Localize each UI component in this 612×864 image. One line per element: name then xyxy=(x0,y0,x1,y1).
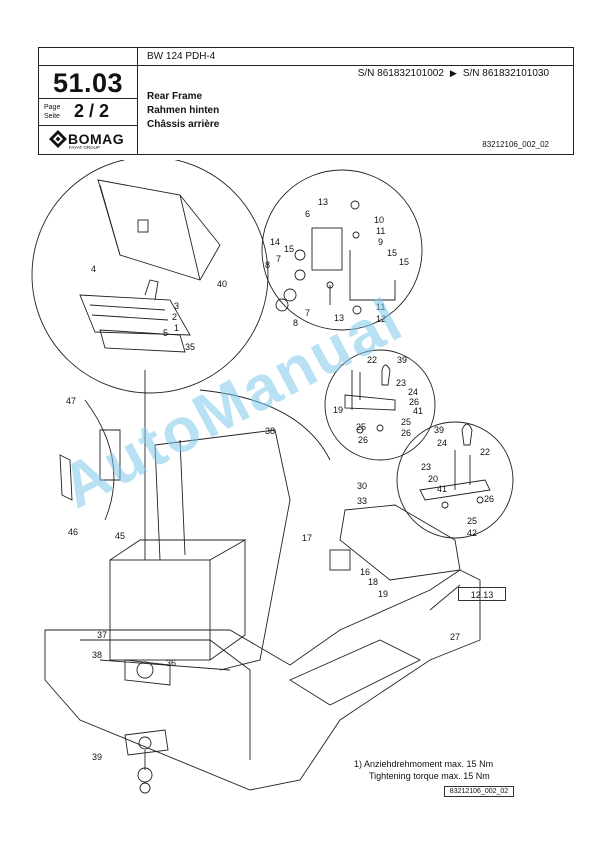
callout-45: 45 xyxy=(115,531,126,541)
tank-box xyxy=(109,559,211,661)
document-number: 83212106_002_02 xyxy=(482,140,549,149)
title-block: Rear Frame Rahmen hinten Châssis arrière xyxy=(147,90,219,132)
callout-27b: 26 xyxy=(401,428,412,438)
detail-circle-far-right xyxy=(396,421,514,539)
serial-range: S/N 861832101002 ▶ S/N 861832101030 xyxy=(358,68,549,79)
arrow-right-icon: ▶ xyxy=(449,68,457,78)
title-fr: Châssis arrière xyxy=(147,119,220,130)
torque-note-en: Tightening torque max. 15 Nm xyxy=(369,771,490,781)
callout-27a: 26 xyxy=(409,397,420,407)
callout-40: 40 xyxy=(217,279,228,289)
callout-37: 37 xyxy=(97,630,108,640)
page-label: Page Seite xyxy=(44,103,60,121)
callout-13b: 13 xyxy=(334,313,345,323)
callout-27c: 26 xyxy=(358,435,369,445)
detail-circle-left xyxy=(31,160,269,394)
callout-35: 35 xyxy=(185,342,196,352)
callout-23b: 22 xyxy=(480,447,491,457)
torque-note-de: 1) Anziehdrehmoment max. 15 Nm xyxy=(354,759,494,769)
callout-42b: 39 xyxy=(434,425,445,435)
bomag-diamond-icon xyxy=(49,130,67,148)
detail-circle-mid xyxy=(324,349,436,461)
callout-38: 38 xyxy=(92,650,103,660)
callout-42a: 39 xyxy=(397,355,408,365)
callout-24a: 23 xyxy=(396,378,407,388)
callout-11a: 11 xyxy=(376,226,386,236)
title-de: Rahmen hinten xyxy=(147,105,220,116)
callout-20: 19 xyxy=(378,589,389,599)
callout-5: 5 xyxy=(163,328,169,338)
callout-25a: 24 xyxy=(408,387,419,397)
callout-3: 3 xyxy=(174,301,180,311)
callout-46: 46 xyxy=(68,527,79,537)
callout-9: 9 xyxy=(378,237,384,247)
callout-24b: 23 xyxy=(421,462,432,472)
callout-36: 36 xyxy=(166,658,177,668)
callout-12: 12 xyxy=(376,314,387,324)
reference-box: 12.13 xyxy=(458,587,506,601)
callout-25b: 24 xyxy=(437,438,448,448)
callout-26a: 25 xyxy=(401,417,412,427)
callout-43a: 41 xyxy=(413,406,424,416)
drawing-stamp: 83212106_002_02 xyxy=(444,786,514,797)
callout-18: 17 xyxy=(302,533,313,543)
callout-26b: 25 xyxy=(356,422,367,432)
header-block: BW 124 PDH-4 S/N 861832101002▶S/N 861832… xyxy=(38,47,574,155)
callout-13a: 13 xyxy=(318,197,329,207)
callout-44: 42 xyxy=(467,528,478,538)
serial-to: S/N 861832101030 xyxy=(462,68,549,79)
callout-19: 18 xyxy=(368,577,379,587)
callout-7a: 7 xyxy=(276,254,282,264)
page-value: 2 / 2 xyxy=(74,101,110,121)
callout-8a: 8 xyxy=(265,260,271,270)
logo-subtext: FAYAT GROUP xyxy=(69,145,100,150)
callout-10: 10 xyxy=(374,215,385,225)
page-label-de: Seite xyxy=(44,113,60,120)
callout-6: 6 xyxy=(305,209,311,219)
callout-16b: 15 xyxy=(387,248,398,258)
callout-43b: 41 xyxy=(437,484,448,494)
callout-47: 47 xyxy=(66,396,77,406)
serial-from: S/N 861832101002 xyxy=(357,68,444,79)
callout-41: 38 xyxy=(265,426,276,436)
title-en: Rear Frame xyxy=(147,91,203,102)
callout-4: 4 xyxy=(91,264,97,274)
callout-1: 1 xyxy=(174,323,180,333)
model-name: BW 124 PDH-4 xyxy=(147,51,216,62)
callout-2: 2 xyxy=(172,312,178,322)
callout-11b: 11 xyxy=(376,302,386,312)
callout-30: 27 xyxy=(450,632,461,642)
bomag-logo: BOMAG FAYAT GROUP xyxy=(49,130,133,152)
callout-7b: 7 xyxy=(305,308,311,318)
callout-14: 14 xyxy=(270,237,281,247)
callout-34: 33 xyxy=(357,496,368,506)
callout-8b: 8 xyxy=(293,318,299,328)
page-label-en: Page xyxy=(44,104,61,111)
callout-27d: 26 xyxy=(484,494,495,504)
detail-circle-right xyxy=(261,169,423,331)
exploded-drawing xyxy=(31,160,514,794)
callout-33: 30 xyxy=(357,481,368,491)
torque-note: 1) Anziehdrehmoment max. 15 Nm Tightenin… xyxy=(354,758,493,782)
section-number: 51.03 xyxy=(52,68,124,98)
callout-15: 15 xyxy=(399,257,410,267)
callout-23a: 22 xyxy=(367,355,378,365)
callout-22: 20 xyxy=(428,474,439,484)
callout-39: 39 xyxy=(92,752,103,762)
logo-text: BOMAG xyxy=(68,131,125,147)
callout-16a: 15 xyxy=(284,244,295,254)
callout-21: 19 xyxy=(333,405,344,415)
callout-26c: 25 xyxy=(467,516,478,526)
callout-17: 16 xyxy=(360,567,371,577)
